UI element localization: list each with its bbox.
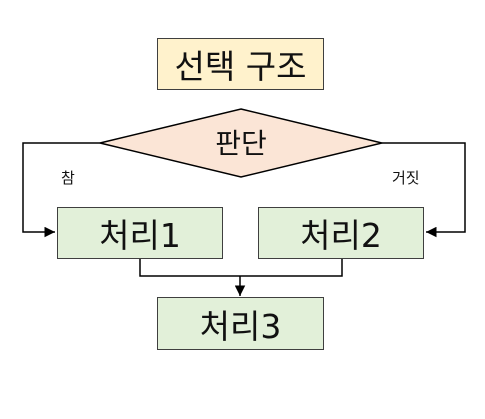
false-branch-label: 거짓 (392, 169, 420, 187)
merge-connector (139, 259, 343, 277)
decision-label: 판단 (215, 127, 267, 160)
false-branch-connector (382, 142, 466, 238)
true-branch-label: 참 (61, 169, 75, 187)
title-text: 선택 구조 (174, 47, 307, 86)
true-branch-connector (22, 142, 100, 238)
process-1-label: 처리1 (99, 216, 181, 255)
process-3-label: 처리3 (199, 306, 282, 346)
decision-diamond (99, 108, 383, 178)
process-box-1: 처리1 (57, 207, 223, 259)
process-box-3: 처리3 (157, 297, 324, 350)
process-box-2: 처리2 (258, 207, 424, 259)
process-2-label: 처리2 (300, 216, 382, 255)
title-box: 선택 구조 (157, 38, 324, 90)
